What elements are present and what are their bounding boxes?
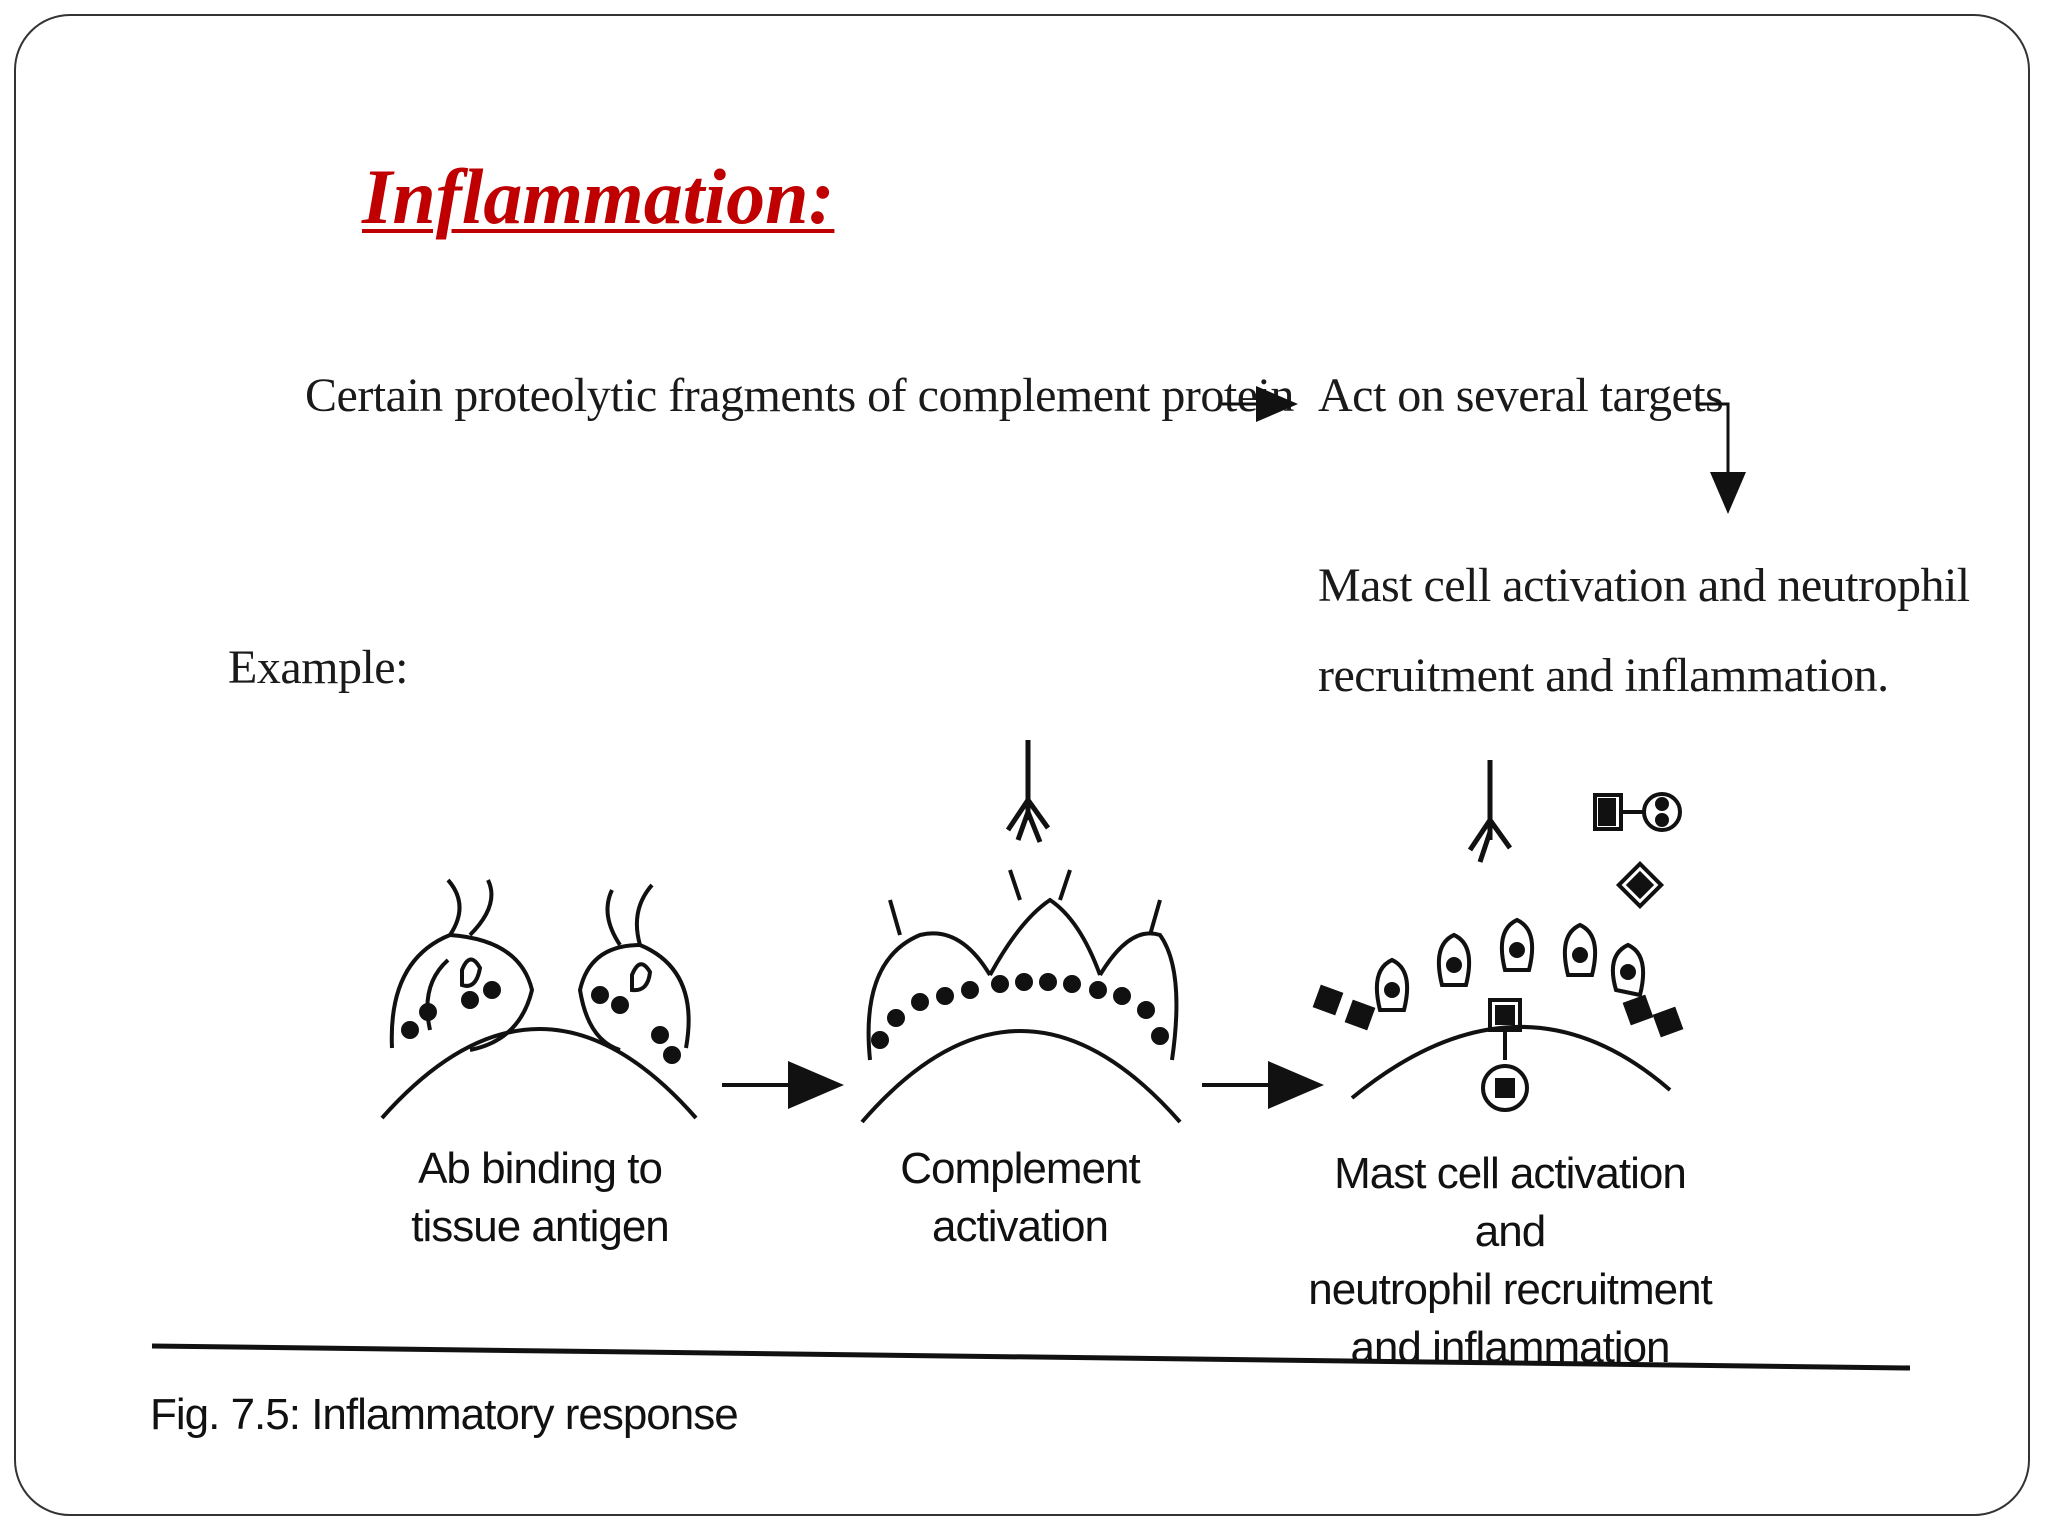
flow-source-text: Certain proteolytic fragments of complem… <box>305 369 1294 422</box>
stage3-tissue-graphic <box>1312 760 1684 1112</box>
stage3-caption-line3: and inflammation <box>1350 1323 1670 1372</box>
flow-result-line2: recruitment and inflammation. <box>1318 649 1889 702</box>
example-label: Example: <box>228 641 408 694</box>
figure-caption: Fig. 7.5: Inflammatory response <box>150 1390 739 1439</box>
stage2-caption: Complement activation <box>880 1140 1160 1256</box>
stage2-tissue-graphic <box>860 740 1182 1124</box>
stage1-tissue-graphic <box>380 878 698 1120</box>
stage2-caption-line2: activation <box>932 1202 1109 1251</box>
figure-separator-line <box>151 1343 1911 1371</box>
slide-frame <box>14 14 2030 1516</box>
stage1-caption: Ab binding to tissue antigen <box>400 1140 680 1256</box>
stage1-caption-line2: tissue antigen <box>411 1202 670 1251</box>
stage3-caption: Mast cell activation and neutrophil recr… <box>1300 1145 1720 1377</box>
flow-target-text: Act on several targets <box>1318 369 1724 422</box>
stage3-caption-line1: Mast cell activation and <box>1334 1149 1687 1256</box>
stage3-caption-line2: neutrophil recruitment <box>1308 1265 1713 1314</box>
slide-title: Inflammation: <box>362 153 835 240</box>
flow-result-line1: Mast cell activation and neutrophil <box>1318 559 1970 612</box>
flow-arrow-2 <box>1696 402 1746 514</box>
stage2-caption-line1: Complement <box>900 1144 1140 1193</box>
stage1-caption-line1: Ab binding to <box>418 1144 663 1193</box>
